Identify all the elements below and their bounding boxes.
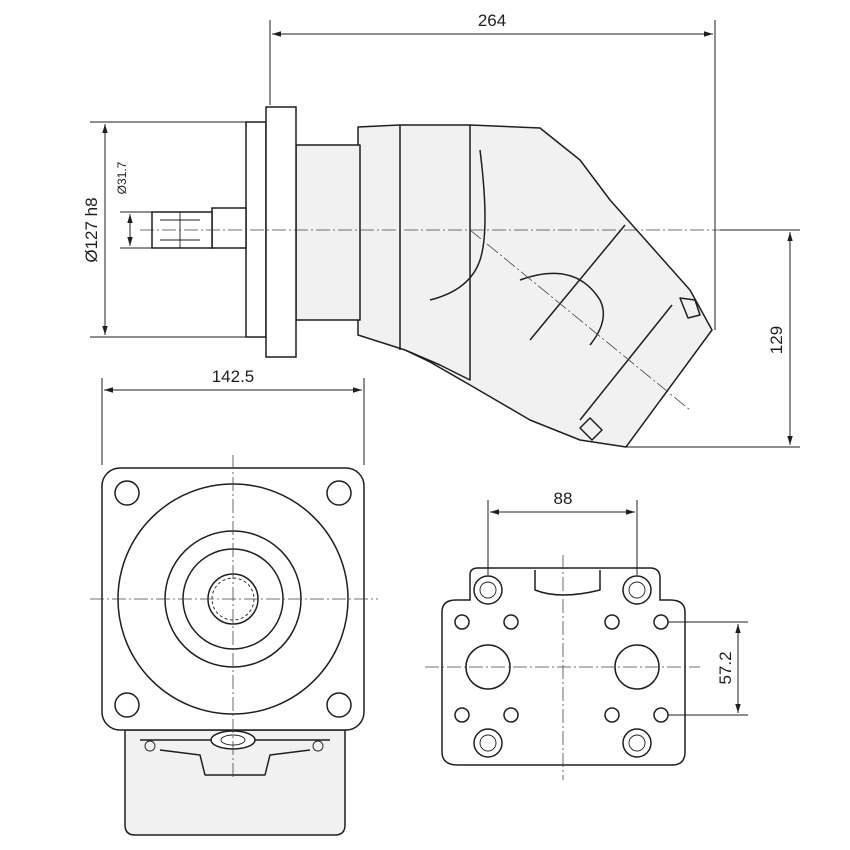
boss-hole bbox=[628, 734, 646, 752]
flange bbox=[265, 106, 297, 358]
port-bolt bbox=[454, 707, 470, 723]
port-view: 88 57.2 bbox=[425, 489, 748, 780]
port-bolt bbox=[503, 614, 519, 630]
port-bolt bbox=[503, 707, 519, 723]
housing-edge-1 bbox=[529, 224, 626, 341]
bolt-hole bbox=[114, 480, 140, 506]
bolt-hole bbox=[326, 480, 352, 506]
housing-curve-1 bbox=[429, 149, 486, 301]
port-bolt bbox=[454, 614, 470, 630]
neck bbox=[295, 144, 361, 321]
housing-curve-2 bbox=[519, 272, 605, 346]
boss-hole bbox=[479, 734, 497, 752]
dim-142: 142.5 bbox=[212, 367, 255, 386]
dim-127: Ø127 h8 bbox=[82, 197, 101, 262]
port-boss bbox=[679, 297, 701, 319]
dim-88: 88 bbox=[554, 489, 573, 508]
port-bolt bbox=[604, 707, 620, 723]
bolt-hole bbox=[326, 692, 352, 718]
housing-edge-2 bbox=[579, 304, 673, 421]
port-plate bbox=[441, 567, 686, 766]
dim-31: Ø31.7 bbox=[115, 161, 129, 194]
boss-hole bbox=[628, 581, 646, 599]
front-lower-body bbox=[124, 729, 346, 836]
bolt-hole bbox=[114, 692, 140, 718]
port-bolt bbox=[604, 614, 620, 630]
boss bbox=[622, 575, 652, 605]
boss-hole bbox=[479, 581, 497, 599]
dim-129: 129 bbox=[767, 326, 786, 354]
port-bolt bbox=[653, 707, 669, 723]
main-body bbox=[357, 124, 471, 381]
port-bolt bbox=[653, 614, 669, 630]
front-view: 142.5 bbox=[90, 367, 378, 836]
shaft-shoulder bbox=[211, 207, 247, 249]
drain-plug bbox=[579, 417, 603, 441]
boss bbox=[473, 728, 503, 758]
boss bbox=[473, 575, 503, 605]
flange-face bbox=[245, 121, 267, 338]
bolt-small bbox=[144, 740, 156, 752]
dim-264: 264 bbox=[478, 11, 506, 30]
side-view: 264 Ø127 h8 Ø31.7 129 bbox=[82, 11, 800, 448]
boss bbox=[622, 728, 652, 758]
bolt-small bbox=[312, 740, 324, 752]
plate-top-notch bbox=[534, 570, 601, 596]
dim-57: 57.2 bbox=[716, 651, 735, 684]
angled-centerline bbox=[469, 229, 691, 411]
